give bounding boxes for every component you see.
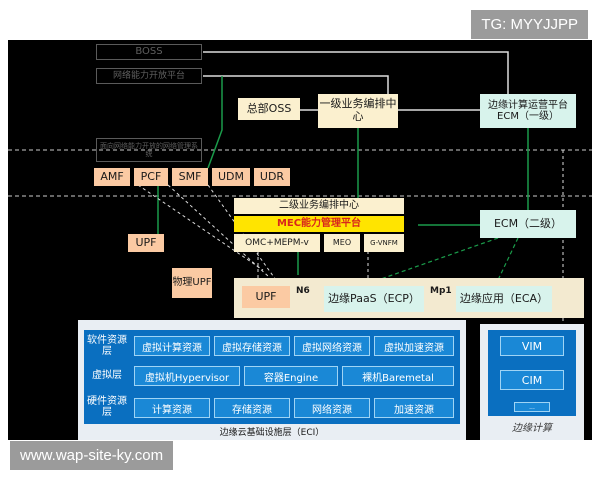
core-nf-amf: AMF [94, 168, 130, 186]
network-mgmt-box: 面向网络能力开放的网络管理系统 [96, 138, 202, 162]
eci-cell-storage: 存储资源 [214, 398, 290, 418]
core-nf-udm: UDM [212, 168, 250, 186]
eci-cell-accel: 加速资源 [374, 398, 454, 418]
eci-cell-baremetal: 裸机Baremetal [342, 366, 454, 386]
eci-row-label-hardware: 硬件资源层 [87, 395, 127, 419]
core-nf-udr: UDR [254, 168, 290, 186]
watermark-top: TG: MYYJJPP [471, 10, 588, 39]
cim-box: CIM [500, 370, 564, 390]
meo-box: MEO [324, 234, 360, 252]
ecm-l2-box: ECM（二级） [480, 210, 576, 238]
eci-row-label-software: 软件资源层 [87, 334, 127, 358]
edge-upf-box: UPF [242, 286, 290, 308]
eci-cell-hypervisor: 虚拟机Hypervisor [134, 366, 240, 386]
open-platform-box: 网络能力开放平台 [96, 68, 202, 84]
eci-cell-container-engine: 容器Engine [244, 366, 338, 386]
connector-lines [8, 51, 592, 324]
architecture-diagram: BOSS 网络能力开放平台 面向网络能力开放的网络管理系统 总部OSS 一级业务… [8, 40, 592, 440]
eci-caption: 边缘云基础设施层（ECI） [219, 427, 325, 438]
other-manager-box: ... [514, 402, 550, 412]
eci-cell-virtual-storage: 虚拟存储资源 [214, 336, 290, 356]
watermark-bottom: www.wap-site-ky.com [10, 441, 174, 470]
edge-paas-box: 边缘PaaS（ECP） [324, 286, 424, 312]
core-nf-smf: SMF [172, 168, 208, 186]
eci-cell-virtual-network: 虚拟网络资源 [294, 336, 370, 356]
eci-row-label-virtual: 虚拟层 [92, 370, 122, 382]
core-nf-pcf: PCF [134, 168, 168, 186]
eci-cell-compute: 计算资源 [134, 398, 210, 418]
eci-cell-virtual-compute: 虚拟计算资源 [134, 336, 210, 356]
n6-label: N6 [296, 286, 310, 296]
edge-app-box: 边缘应用（ECA） [456, 286, 552, 312]
vim-box: VIM [500, 336, 564, 356]
omc-mepm-box: OMC+MEPM-v [234, 234, 320, 252]
hq-oss-box: 总部OSS [238, 98, 300, 120]
orchestration-l2-box: 二级业务编排中心 [234, 198, 404, 214]
mp1-label: Mp1 [430, 286, 452, 296]
boss-box: BOSS [96, 44, 202, 60]
ecm-l1-box: 边缘计算运营平台ECM（一级） [480, 94, 576, 128]
gvnfm-box: G-VNFM [364, 234, 404, 252]
orchestration-l1-box: 一级业务编排中心 [318, 94, 398, 128]
source-logo: 边缘计算 [512, 423, 552, 435]
eci-cell-network: 网络资源 [294, 398, 370, 418]
upf-left-box: UPF [128, 234, 164, 252]
physical-upf-box: 物理UPF [172, 268, 212, 298]
mec-platform-box: MEC能力管理平台 [234, 216, 404, 232]
eci-cell-virtual-accel: 虚拟加速资源 [374, 336, 454, 356]
